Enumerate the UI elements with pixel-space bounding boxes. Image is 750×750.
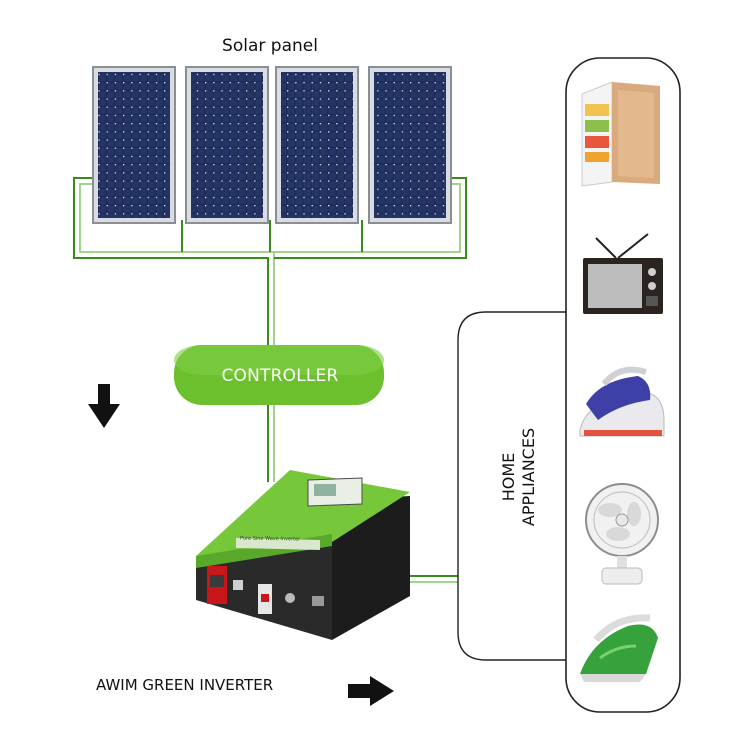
inverter-label: AWIM GREEN INVERTER xyxy=(96,676,274,694)
home-appliances-line2: APPLIANCES xyxy=(519,427,538,527)
home-appliances-bracket xyxy=(457,311,566,661)
panel-wiring xyxy=(73,177,467,352)
solar-panel-1 xyxy=(92,66,176,224)
steam-iron-icon xyxy=(579,366,665,437)
home-appliances-line1: HOME xyxy=(499,452,518,502)
table-fan-icon xyxy=(585,483,659,585)
solar-panel-3 xyxy=(275,66,359,224)
controller-label: CONTROLLER xyxy=(221,366,339,386)
refrigerator-icon xyxy=(581,81,660,187)
controller-wiring xyxy=(267,405,275,482)
arrow-right-icon xyxy=(348,676,394,706)
inverter xyxy=(196,470,410,640)
clothes-iron-icon xyxy=(580,614,658,682)
solar-panel-2 xyxy=(185,66,269,224)
television-icon xyxy=(583,233,663,314)
inverter-badge-text: Pure Sine Wave Inverter xyxy=(239,535,301,543)
controller-pill xyxy=(174,345,384,405)
home-appliances-label: HOME APPLIANCES xyxy=(499,392,539,562)
arrow-down-icon xyxy=(88,384,120,428)
solar-panel-4 xyxy=(368,66,452,224)
solar-panel-title: Solar panel xyxy=(222,36,318,56)
